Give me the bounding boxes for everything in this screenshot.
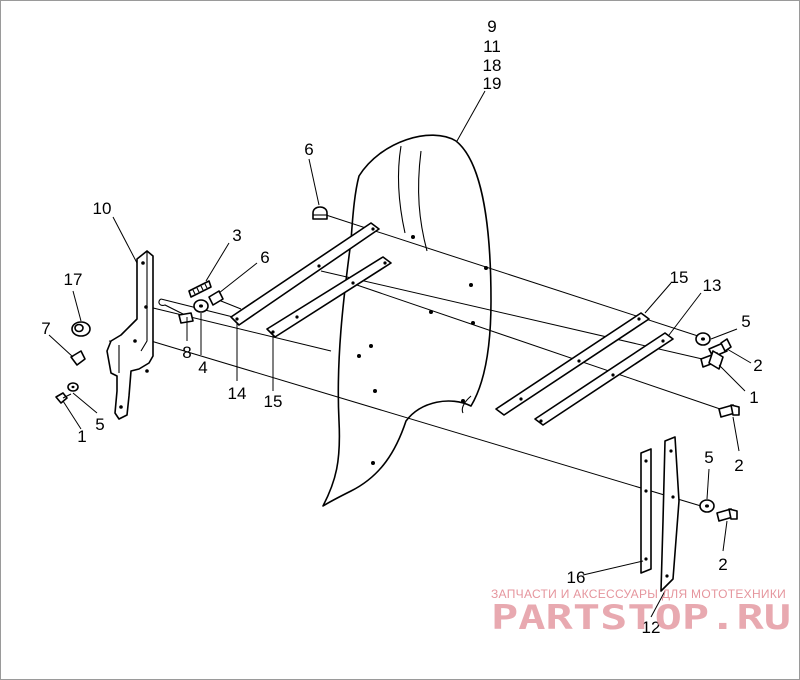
washer-left [67, 382, 79, 392]
windshield [322, 134, 492, 507]
callout-windshield-3: 18 [483, 56, 502, 75]
callout-5-left: 5 [95, 415, 104, 434]
callout-14: 14 [228, 384, 247, 403]
mounting-strip-15-left [266, 256, 392, 338]
callout-5-right: 5 [741, 312, 750, 331]
screw-left [55, 392, 72, 404]
washer-low [699, 499, 715, 513]
mounting-strip-14 [230, 222, 380, 326]
callout-1-right: 1 [749, 388, 758, 407]
mount-hole [461, 399, 465, 403]
windshield-outline [322, 134, 492, 507]
bolt-right [700, 350, 724, 370]
bracket-hole [141, 261, 145, 265]
mount-hole [369, 344, 373, 348]
watermark-brand: PARTSТOP.RU [491, 598, 791, 638]
mount-hole [373, 389, 377, 393]
callout-16: 16 [567, 568, 586, 587]
callout-15-left: 15 [264, 392, 283, 411]
callout-1-left: 1 [77, 427, 86, 446]
bracket-hole [144, 305, 148, 309]
callout-2-low: 2 [718, 555, 727, 574]
callout-2-mid: 2 [734, 456, 743, 475]
bracket-hole [133, 339, 137, 343]
acorn-nut-center [208, 290, 224, 306]
mount-hole [469, 283, 473, 287]
callout-windshield-4: 19 [483, 74, 502, 93]
windshield-glare-line [418, 150, 428, 252]
mounting-strip-15-right [495, 312, 650, 416]
bracket-edge [140, 251, 148, 352]
callout-12: 12 [642, 618, 661, 637]
washer-right [695, 332, 711, 346]
screw-low [716, 508, 738, 522]
callout-17: 17 [64, 270, 83, 289]
stud-bolt [188, 280, 212, 298]
acorn-nut-top [312, 206, 328, 220]
vertical-strip-12 [660, 436, 680, 592]
callout-4: 4 [198, 358, 207, 377]
callout-10: 10 [93, 199, 112, 218]
watermark-caption: ЗАПЧАСТИ И АКСЕССУАРЫ ДЛЯ МОТОТЕХНИКИ [491, 587, 786, 601]
screw-right-mid [718, 404, 740, 418]
mount-hole [357, 354, 361, 358]
clip-pin [158, 298, 194, 324]
rubber-grommet [71, 321, 91, 337]
side-bracket [106, 250, 154, 420]
callout-5-low: 5 [704, 448, 713, 467]
callout-7: 7 [41, 319, 50, 338]
watermark: ЗАПЧАСТИ И АКСЕССУАРЫ ДЛЯ МОТОТЕХНИКИ PA… [491, 587, 791, 638]
callout-6-top: 6 [304, 140, 313, 159]
washer-center [193, 299, 209, 313]
callout-2-upper: 2 [753, 356, 762, 375]
windshield-edge-detail [461, 395, 472, 414]
acorn-nut-left [70, 350, 86, 366]
callout-windshield-2: 11 [483, 37, 501, 56]
mount-hole [371, 461, 375, 465]
callout-13: 13 [703, 276, 722, 295]
windshield-glare-line [397, 145, 406, 234]
mount-hole [411, 235, 415, 239]
callout-3: 3 [232, 226, 241, 245]
callout-6-left: 6 [260, 248, 269, 267]
mounting-strip-13 [534, 332, 674, 426]
callout-windshield-1: 9 [487, 17, 496, 36]
callout-15-right: 15 [670, 268, 689, 287]
bracket-hole [145, 369, 149, 373]
callout-8: 8 [182, 343, 191, 362]
vertical-strip-16 [640, 448, 652, 574]
leader-lines [48, 90, 752, 618]
bracket-plate [106, 250, 154, 420]
bracket-hole [119, 405, 123, 409]
callouts: 9 11 18 19 6 10 3 6 17 7 8 4 14 15 5 1 1… [41, 17, 762, 637]
